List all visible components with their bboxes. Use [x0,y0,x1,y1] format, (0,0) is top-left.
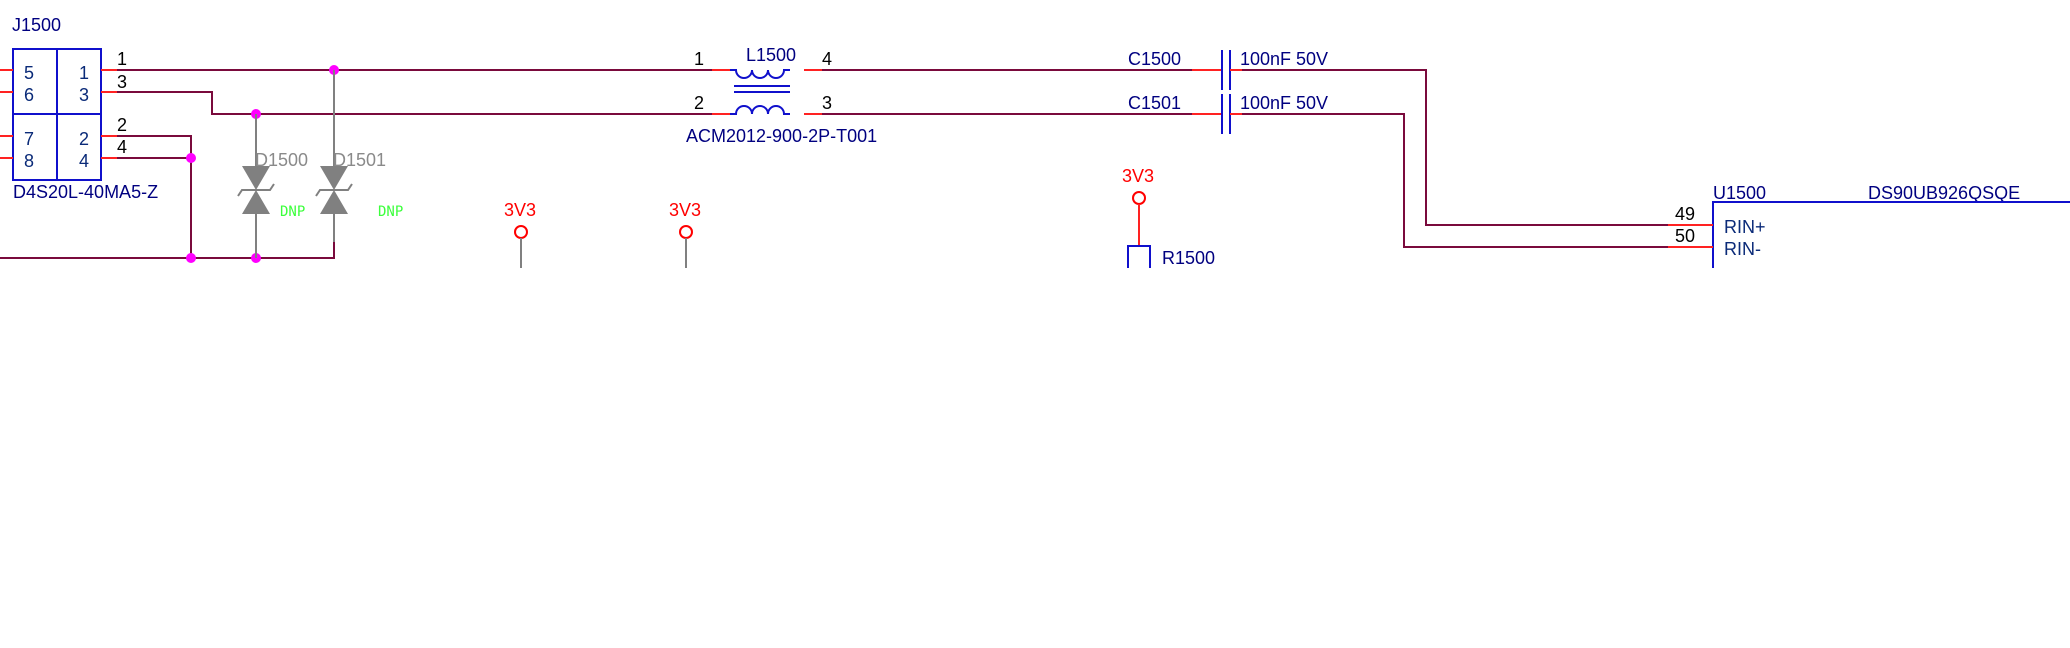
coil-icon [730,105,790,115]
power-port-icon [679,225,693,239]
dnp-flag: DNP [280,204,305,220]
capacitor-c1500[interactable]: C1500 100nF 50V [1128,49,1328,90]
diode-ref: D1501 [333,150,386,170]
connector-body-pin: 5 [24,63,34,83]
tvs-diode-icon [242,166,270,190]
capacitor-ref: C1501 [1128,93,1181,113]
inductor-l1500[interactable]: L1500 1 4 2 3 ACM2012-900-2P-T001 [686,45,877,146]
coil-icon [730,69,790,79]
power-port-3v3[interactable]: 3V3 [669,200,701,268]
connector-body-pin: 3 [79,85,89,105]
diode-d1501[interactable]: D1501 DNP [315,70,403,242]
connector-pin-number: 1 [117,49,127,69]
connector-pin-number: 3 [117,72,127,92]
tvs-diode-icon [320,166,348,190]
power-port-icon [514,225,528,239]
ic-pin-name: RIN+ [1724,217,1766,237]
power-label: 3V3 [504,200,536,220]
connector-body-pin: 2 [79,129,89,149]
net-wire [0,242,335,259]
net-wire [117,135,192,258]
connector-ref: J1500 [12,15,61,35]
inductor-part: ACM2012-900-2P-T001 [686,126,877,146]
power-port-icon [1132,191,1146,205]
tvs-diode-icon [242,190,270,214]
inductor-pin-number: 3 [822,93,832,113]
net-wire [117,91,727,115]
connector-body-pin: 4 [79,151,89,171]
tvs-diode-icon [320,190,348,214]
inductor-pin-number: 1 [694,49,704,69]
net-wire [1242,69,1693,226]
junction-dot [186,253,196,263]
connector-body-pin: 7 [24,129,34,149]
capacitor-value: 100nF 50V [1240,93,1328,113]
ic-u1500[interactable]: U1500 DS90UB926QSQE 49 50 RIN+ RIN- [1668,183,2070,268]
ic-body [1712,201,2070,268]
dnp-flag: DNP [378,204,403,220]
net-wire [1242,113,1693,248]
connector-j1500[interactable]: J1500 5 6 7 8 1 3 2 4 1 3 2 4 D4S20L-40M… [0,15,158,202]
capacitor-value: 100nF 50V [1240,49,1328,69]
ic-pin-number: 50 [1675,226,1695,246]
inductor-ref: L1500 [746,45,796,65]
connector-body-pin: 8 [24,151,34,171]
resistor-r1500[interactable]: R1500 [1127,245,1215,268]
connector-pin-number: 2 [117,115,127,135]
ic-pin-name: RIN- [1724,239,1761,259]
ic-part: DS90UB926QSQE [1868,183,2020,203]
connector-part: D4S20L-40MA5-Z [13,182,158,202]
diode-ref: D1500 [255,150,308,170]
connector-body-pin: 6 [24,85,34,105]
junction-dot [186,153,196,163]
ic-pin-number: 49 [1675,204,1695,224]
ic-ref: U1500 [1713,183,1766,203]
capacitor-ref: C1500 [1128,49,1181,69]
power-port-3v3[interactable]: 3V3 [504,200,536,268]
power-label: 3V3 [1122,166,1154,186]
connector-pin-number: 4 [117,137,127,157]
connector-body-pin: 1 [79,63,89,83]
power-port-3v3[interactable]: 3V3 [1122,166,1154,246]
diode-d1500[interactable]: D1500 DNP [237,114,308,258]
power-label: 3V3 [669,200,701,220]
nets [0,69,1693,259]
resistor-body [1127,245,1151,268]
inductor-pin-number: 2 [694,93,704,113]
capacitor-c1501[interactable]: C1501 100nF 50V [1128,93,1328,134]
resistor-ref: R1500 [1162,248,1215,268]
inductor-pin-number: 4 [822,49,832,69]
